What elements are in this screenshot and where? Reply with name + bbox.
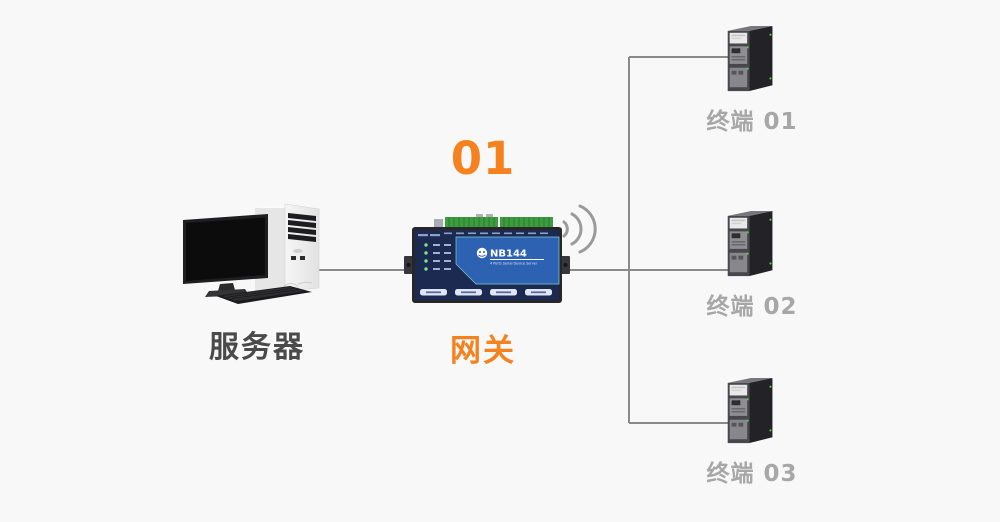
gateway-pin-labels [418,232,548,237]
gateway-device-name: NB144 [490,249,527,260]
server-computer-illustration [183,203,320,304]
terminal-2-label: 终端 02 [706,294,798,320]
pc-tower [255,203,320,292]
gateway-brand: NB144 4 Ports Serial Device Server [476,247,544,266]
gateway-terminal-blocks [434,214,553,228]
gateway-blue-panel [455,236,560,285]
gateway-mounting-ears [404,256,570,274]
server-label: 服务器 [209,330,305,365]
pc-keyboard [216,286,312,304]
terminal-device-illustration-2 [727,210,773,277]
gateway-device-tagline: 4 Ports Serial Device Server [490,262,538,266]
gateway-label: 网关 [450,333,516,369]
terminal-1-label: 终端 01 [706,109,798,135]
gateway-led-indicators [424,243,451,271]
terminal-device-illustration-1 [727,25,773,92]
step-number: 01 [450,132,516,185]
terminal-3-label: 终端 03 [706,461,798,487]
wifi-signal-icon [562,204,597,254]
gateway-device-illustration: NB144 4 Ports Serial Device Server [404,214,570,303]
terminal-device-illustration-3 [727,377,773,444]
gateway-port-labels [420,289,552,296]
